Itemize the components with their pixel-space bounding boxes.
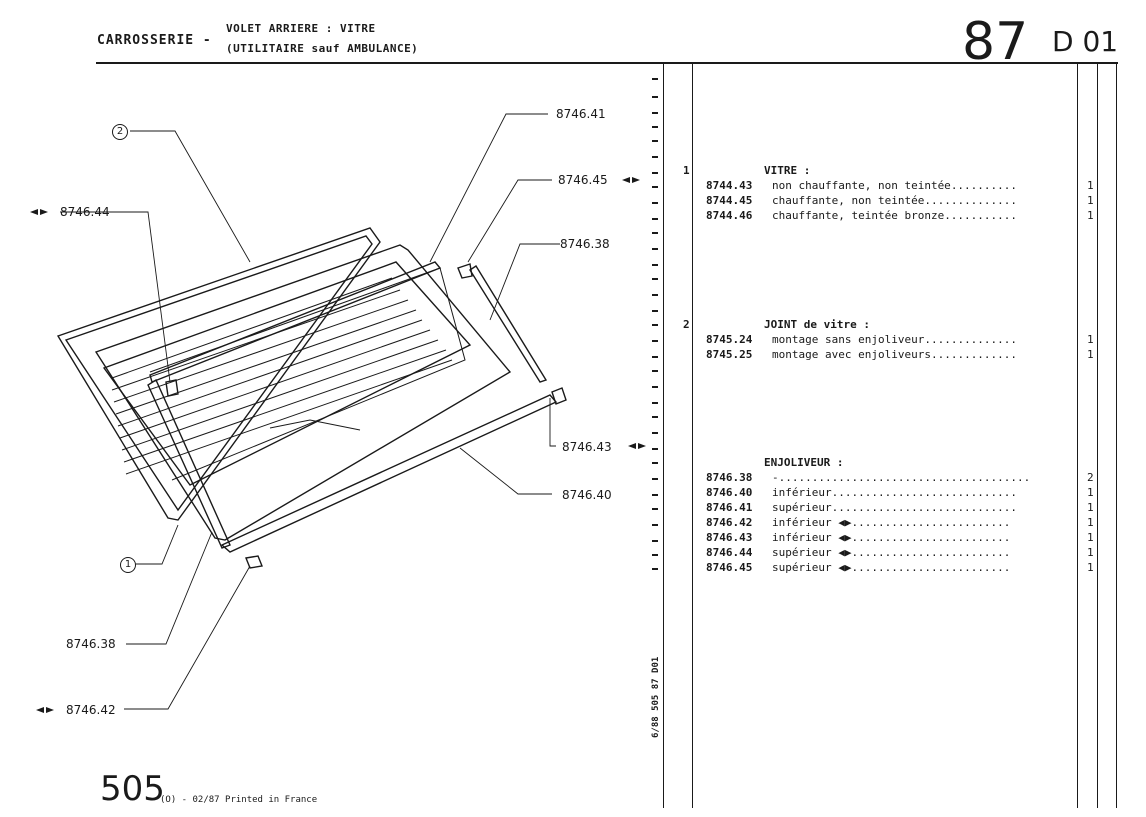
- leader-8746-40: [459, 447, 552, 495]
- part-qty: 1: [1087, 179, 1094, 192]
- header-rule: [96, 62, 1118, 64]
- part-qty: 1: [1087, 531, 1094, 544]
- side-arrow-icon: ◀▶: [831, 561, 852, 574]
- part-qty: 1: [1087, 194, 1094, 207]
- part-qty: 1: [1087, 333, 1094, 346]
- part-qty: 1: [1087, 209, 1094, 222]
- part-row: 8746.38-................................…: [706, 471, 1031, 484]
- marker-arrow-icon: [36, 707, 54, 713]
- ref-8746-40: 8746.40: [562, 488, 612, 502]
- table-rule-4: [1097, 64, 1098, 808]
- leader-8746-38a: [489, 243, 560, 321]
- side-arrow-icon: ◀▶: [831, 531, 852, 544]
- leader-8746-42: [124, 565, 251, 710]
- ref-8746-42: 8746.42: [66, 703, 116, 717]
- marker-arrow-icon: [628, 443, 646, 449]
- section-index-1: 1: [683, 164, 690, 177]
- joint-outline: [56, 227, 381, 521]
- header-title-line1: VOLET ARRIERE : VITRE: [226, 22, 376, 35]
- part-qty: 1: [1087, 561, 1094, 574]
- part-qty: 2: [1087, 471, 1094, 484]
- section-title-enjoliveur: ENJOLIVEUR :: [764, 456, 844, 469]
- exploded-view-diagram: [30, 113, 646, 713]
- ref-8746-45: 8746.45: [558, 173, 608, 187]
- page-major-number: 87: [962, 12, 1029, 72]
- part-qty: 1: [1087, 486, 1094, 499]
- callout-2: 2: [112, 124, 128, 140]
- part-qty: 1: [1087, 501, 1094, 514]
- table-rule-1: [663, 64, 664, 808]
- leader-8746-43: [549, 398, 556, 447]
- part-qty: 1: [1087, 348, 1094, 361]
- ref-8746-44: 8746.44: [60, 205, 110, 219]
- header-section: CARROSSERIE -: [97, 33, 212, 48]
- side-arrow-icon: ◀▶: [831, 546, 852, 559]
- leader-1: [136, 524, 179, 565]
- ref-8746-43: 8746.43: [562, 440, 612, 454]
- section-title-vitre: VITRE :: [764, 164, 811, 177]
- ref-8746-38-right: 8746.38: [560, 237, 610, 251]
- callout-1: 1: [120, 557, 136, 573]
- leader-8746-44: [60, 211, 171, 383]
- ref-8746-41: 8746.41: [556, 107, 606, 121]
- section-index-2: 2: [683, 318, 690, 331]
- glass-outline: [94, 244, 512, 541]
- table-rule-3: [1077, 64, 1078, 808]
- leader-8746-38b: [126, 531, 213, 645]
- marker-arrow-icon: [622, 177, 640, 183]
- footer-page-number: 505: [100, 769, 165, 809]
- header-title-line2: (UTILITAIRE sauf AMBULANCE): [226, 42, 419, 55]
- leader-8746-41: [429, 113, 548, 263]
- table-rule-5: [1116, 64, 1117, 808]
- side-arrow-icon: ◀▶: [831, 516, 852, 529]
- leader-8746-45: [467, 179, 552, 263]
- marker-arrow-icon: [30, 209, 48, 215]
- page-minor-code: D 01: [1052, 25, 1119, 58]
- part-qty: 1: [1087, 516, 1094, 529]
- table-rule-2: [692, 64, 693, 808]
- section-title-joint: JOINT de vitre :: [764, 318, 870, 331]
- ref-8746-38-left: 8746.38: [66, 637, 116, 651]
- footer-print-note: (O) - 02/87 Printed in France: [160, 795, 318, 805]
- part-qty: 1: [1087, 546, 1094, 559]
- leader-2: [130, 130, 251, 263]
